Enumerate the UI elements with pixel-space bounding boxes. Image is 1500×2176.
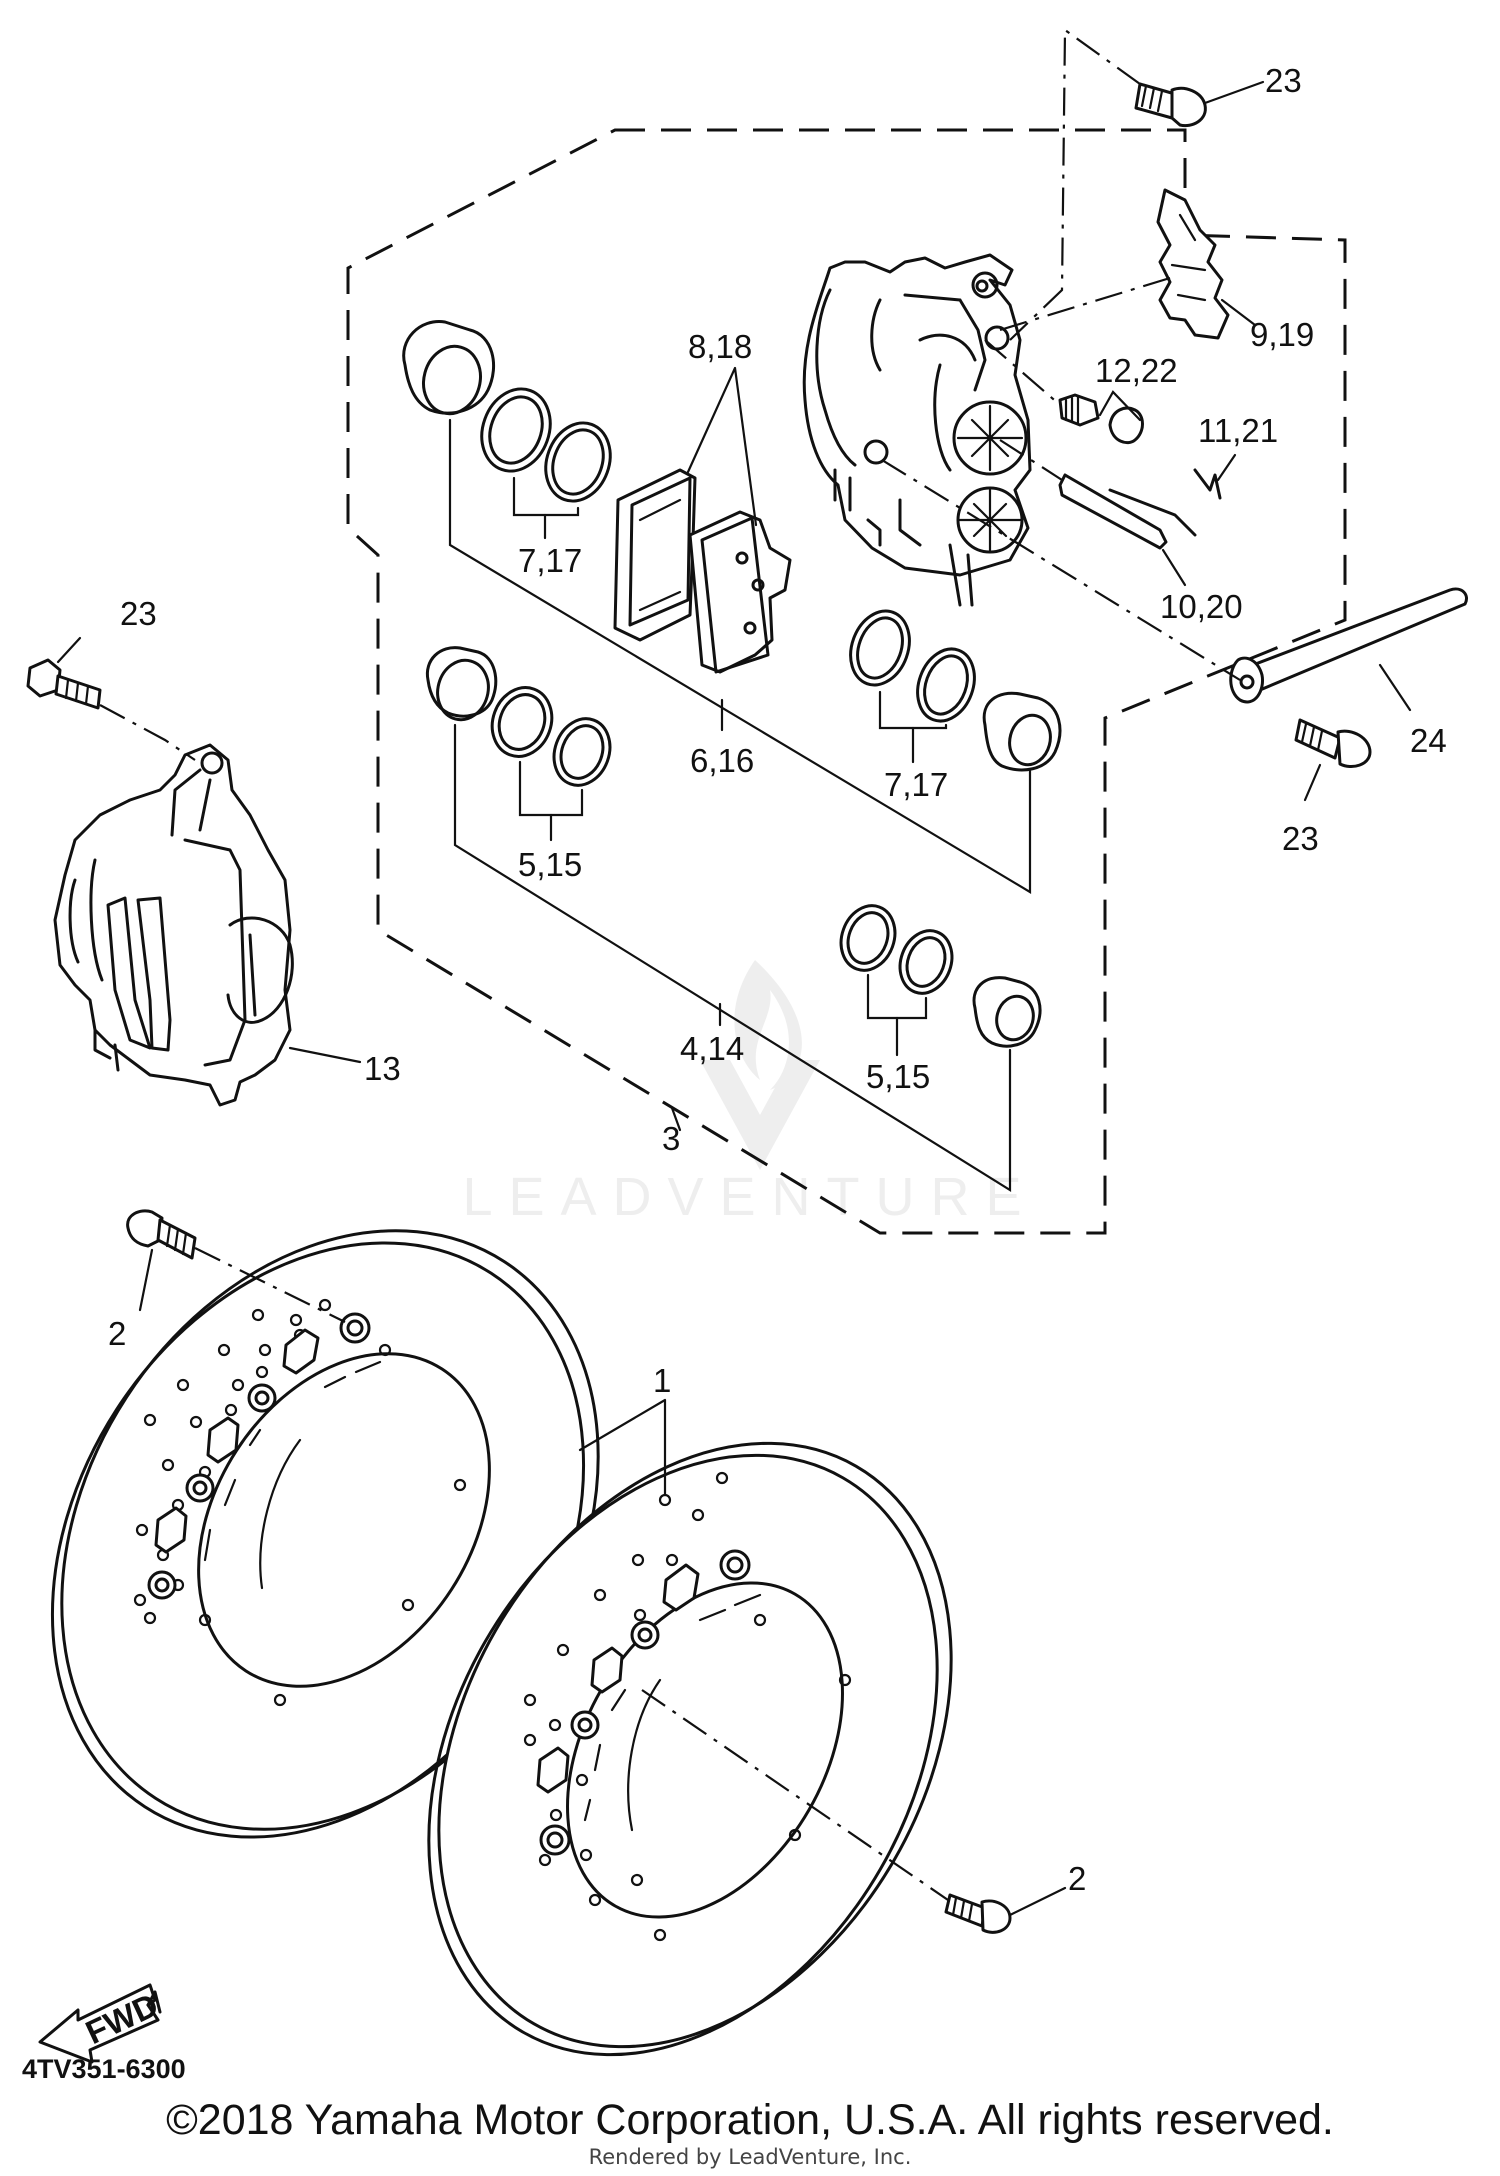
piston-right-lower — [982, 691, 1062, 772]
callout-23-left: 23 — [120, 595, 157, 632]
watermark-logo — [700, 960, 820, 1170]
callout-9-19: 9,19 — [1250, 316, 1314, 353]
piston-middle-left — [425, 646, 498, 722]
callout-6-16: 6,16 — [690, 742, 754, 779]
fwd-arrow-icon: FWD — [38, 1983, 164, 2064]
callout-5-15-lower: 5,15 — [866, 1058, 930, 1095]
brake-pad-right — [688, 510, 792, 674]
leader-lines — [56, 27, 1412, 1917]
callout-2-top: 2 — [108, 1315, 126, 1352]
callout-5-15-upper: 5,15 — [518, 846, 582, 883]
callout-23-top: 23 — [1265, 62, 1302, 99]
bolt-2-top — [126, 1209, 197, 1260]
piston-bottom — [972, 976, 1042, 1048]
bolt-23-right — [1294, 718, 1372, 768]
pad-pin — [1058, 468, 1222, 550]
callout-3: 3 — [662, 1120, 680, 1157]
pad-spring — [1156, 188, 1230, 340]
callout-1: 1 — [653, 1362, 671, 1399]
bolt-23-left — [26, 658, 102, 710]
brake-pad-left — [613, 468, 697, 642]
callout-10-20: 10,20 — [1160, 588, 1243, 625]
callout-7-17-upper: 7,17 — [518, 542, 582, 579]
callout-24: 24 — [1410, 722, 1447, 759]
disc-right-holes — [523, 1471, 852, 1942]
watermark-text: LEADVENTURE — [462, 1167, 1038, 1227]
callout-11-21: 11,21 — [1198, 412, 1278, 449]
callout-8-18: 8,18 — [688, 328, 752, 365]
caliper-body — [802, 253, 1032, 607]
piston-seals — [480, 387, 976, 995]
caliper-assembly-boundary — [346, 128, 1347, 1235]
fwd-label: FWD — [80, 1986, 164, 2051]
piston-upper-left — [402, 320, 496, 416]
callout-7-17-lower: 7,17 — [884, 766, 948, 803]
callout-12-22: 12,22 — [1095, 352, 1178, 389]
callout-23-right: 23 — [1282, 820, 1319, 857]
callout-4-14: 4,14 — [680, 1030, 744, 1067]
callout-2-bottom: 2 — [1068, 1860, 1086, 1897]
bleed-screw — [1058, 393, 1144, 445]
diagram-code: 4TV351-6300 — [22, 2054, 186, 2084]
copyright-notice: ©2018 Yamaha Motor Corporation, U.S.A. A… — [166, 2096, 1334, 2144]
bolt-23-top — [1134, 82, 1207, 128]
brake-disc-right — [427, 1441, 953, 2057]
bolt-2-bottom — [944, 1893, 1012, 1934]
brake-pipe — [1229, 587, 1468, 704]
caliper-assembled — [53, 743, 294, 1107]
rendered-by-notice: Rendered by LeadVenture, Inc. — [588, 2145, 912, 2169]
callout-13: 13 — [364, 1050, 401, 1087]
callout-labels: 23 23 23 9,19 12,22 11,21 10,20 24 8,18 … — [108, 62, 1447, 1897]
